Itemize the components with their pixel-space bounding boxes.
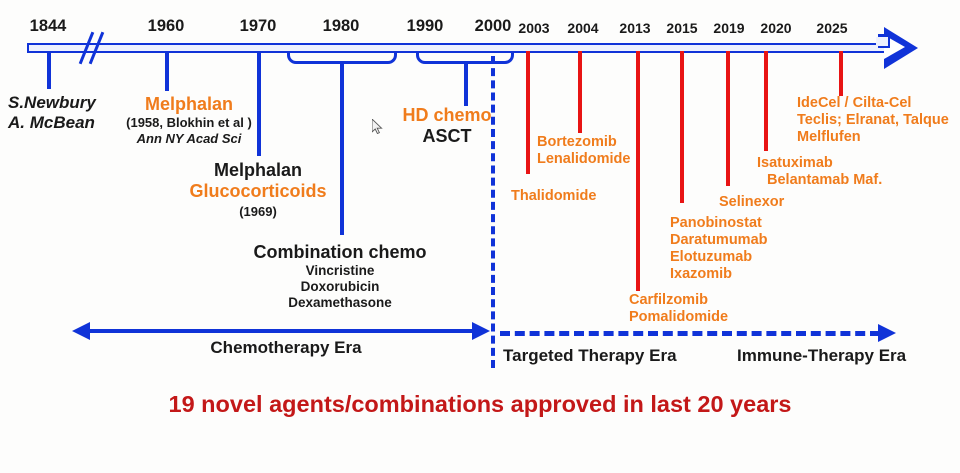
summary-caption: 19 novel agents/combinations approved in… bbox=[168, 391, 792, 417]
panobinostat-drug-0: Panobinostat bbox=[670, 215, 762, 231]
melphalan-1969-line2: Glucocorticoids bbox=[189, 181, 327, 202]
combination-chemo-drug-2: Dexamethasone bbox=[288, 295, 392, 311]
chemotherapy-era-arrow-right bbox=[472, 322, 490, 340]
bracket-hd-chemo bbox=[416, 51, 514, 64]
year-label-2004: 2004 bbox=[567, 20, 599, 36]
idecel-drug-1: Teclis; Elranat, Talque bbox=[797, 112, 949, 129]
carfilzomib-drug-1: Pomalidomide bbox=[629, 309, 729, 326]
melphalan-1958-journal: Ann NY Acad Sci bbox=[136, 130, 242, 146]
year-label-2013: 2013 bbox=[619, 20, 651, 36]
carfilzomib-drug-0: Carfilzomib bbox=[629, 292, 708, 308]
tick-1960 bbox=[165, 51, 169, 91]
mouse-cursor-icon bbox=[372, 119, 383, 134]
thalidomide-drug-0: Thalidomide bbox=[511, 188, 597, 204]
tick-2013 bbox=[636, 51, 640, 291]
tick-1844 bbox=[47, 51, 51, 89]
combination-chemo-title: Combination chemo bbox=[253, 242, 427, 262]
modern-era-dashed-line bbox=[500, 331, 880, 336]
melphalan-1969-line1: Melphalan bbox=[213, 160, 302, 180]
event-hd-chemo: HD chemo ASCT bbox=[388, 105, 506, 147]
bortezomib-drug-0: Bortezomib bbox=[537, 134, 617, 150]
year-label-2003: 2003 bbox=[518, 20, 550, 36]
newbury-line1: S.Newbury bbox=[8, 93, 96, 112]
tick-2004 bbox=[578, 51, 582, 133]
event-thalidomide: Thalidomide bbox=[511, 188, 596, 205]
event-panobinostat: Panobinostat Daratumumab Elotuzumab Ixaz… bbox=[670, 215, 768, 283]
event-newbury-mcbean: S.Newbury A. McBean bbox=[8, 93, 96, 133]
chemotherapy-era-line bbox=[88, 329, 480, 333]
event-selinexor: Selinexor bbox=[719, 194, 784, 211]
year-label-1960: 1960 bbox=[147, 17, 185, 35]
tick-2025 bbox=[839, 51, 843, 96]
event-carfilzomib: Carfilzomib Pomalidomide bbox=[629, 292, 728, 326]
year-label-2020: 2020 bbox=[760, 20, 792, 36]
tick-2019 bbox=[726, 51, 730, 186]
event-isatuximab: Isatuximab Belantamab Maf. bbox=[757, 155, 882, 189]
bracket-combination-chemo bbox=[287, 51, 397, 64]
modern-era-arrow-right bbox=[878, 324, 896, 342]
era-label-chemotherapy: Chemotherapy Era bbox=[210, 338, 362, 357]
hd-chemo-subtitle: ASCT bbox=[422, 126, 472, 147]
tick-2015 bbox=[680, 51, 684, 203]
idecel-drug-2: Melflufen bbox=[797, 129, 861, 146]
year-label-1990: 1990 bbox=[406, 17, 444, 35]
bortezomib-drug-1: Lenalidomide bbox=[537, 151, 631, 168]
year-label-1980: 1980 bbox=[322, 17, 360, 35]
era-divider-dashed-line bbox=[491, 56, 495, 368]
hd-chemo-title: HD chemo bbox=[402, 105, 492, 125]
idecel-drug-0: IdeCel / Cilta-Cel bbox=[797, 95, 912, 111]
tick-2020 bbox=[764, 51, 768, 151]
combination-chemo-drug-0: Vincristine bbox=[305, 263, 375, 279]
panobinostat-drug-2: Elotuzumab bbox=[670, 249, 753, 266]
isatuximab-drug-0: Isatuximab bbox=[757, 155, 833, 171]
year-label-1970: 1970 bbox=[239, 17, 277, 35]
year-label-2019: 2019 bbox=[713, 20, 745, 36]
melphalan-1958-ref: (1958, Blokhin et al ) bbox=[126, 115, 252, 131]
newbury-line2: A. McBean bbox=[8, 113, 95, 133]
timeline-axis-arrow-notch-inner bbox=[876, 36, 888, 46]
panobinostat-drug-3: Ixazomib bbox=[670, 266, 733, 283]
panobinostat-drug-1: Daratumumab bbox=[670, 232, 768, 249]
selinexor-drug-0: Selinexor bbox=[719, 194, 785, 210]
combination-chemo-drug-1: Doxorubicin bbox=[300, 279, 380, 295]
event-combination-chemo: Combination chemo Vincristine Doxorubici… bbox=[240, 242, 440, 311]
event-bortezomib: Bortezomib Lenalidomide bbox=[537, 134, 630, 168]
bracket-stem-hd-chemo bbox=[464, 63, 468, 106]
melphalan-1958-title: Melphalan bbox=[144, 94, 233, 114]
isatuximab-drug-1: Belantamab Maf. bbox=[767, 172, 883, 189]
event-melphalan-1958: Melphalan (1958, Blokhin et al ) Ann NY … bbox=[104, 94, 274, 146]
era-label-targeted: Targeted Therapy Era bbox=[503, 346, 677, 365]
bracket-stem-combination-chemo bbox=[340, 63, 344, 235]
tick-1970 bbox=[257, 51, 261, 156]
era-label-immune: Immune-Therapy Era bbox=[737, 346, 907, 365]
event-melphalan-1969: Melphalan Glucocorticoids (1969) bbox=[172, 160, 344, 220]
year-label-2015: 2015 bbox=[666, 20, 698, 36]
year-label-1844: 1844 bbox=[29, 17, 67, 35]
year-label-2025: 2025 bbox=[816, 20, 848, 36]
chemotherapy-era-arrow-left bbox=[72, 322, 90, 340]
melphalan-1969-year: (1969) bbox=[239, 204, 277, 220]
year-label-2000: 2000 bbox=[474, 17, 512, 35]
event-idecel: IdeCel / Cilta-Cel Teclis; Elranat, Talq… bbox=[797, 95, 949, 146]
tick-2003 bbox=[526, 51, 530, 174]
